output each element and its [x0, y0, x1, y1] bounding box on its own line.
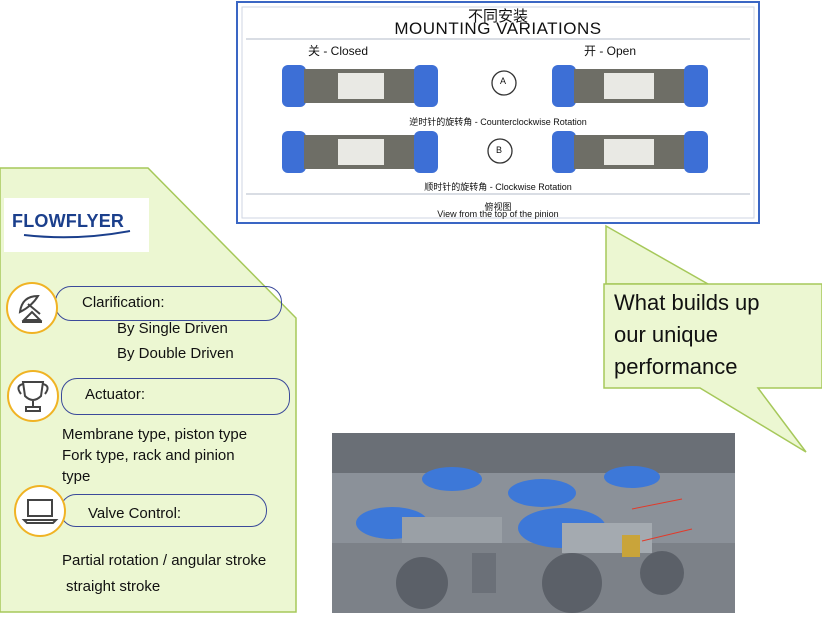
satellite-dish-icon	[6, 282, 58, 334]
clarification-title: Clarification:	[82, 294, 165, 311]
top-view-cn: 俯视图	[484, 202, 512, 212]
clarification-item: By Single Driven	[117, 320, 228, 337]
rotation-marker-a: A	[500, 76, 507, 86]
cw-label: 顺时针的旋转角 - Clockwise Rotation	[424, 182, 572, 192]
valve-actuator-photo	[332, 433, 735, 613]
valve-control-item: Partial rotation / angular stroke	[62, 552, 267, 569]
mounting-variations-diagram: 不同安装 MOUNTING VARIATIONS 关 - Closed 开 - …	[236, 1, 760, 224]
diagram-title-en: MOUNTING VARIATIONS	[394, 19, 602, 38]
brand-logo: FLOWFLYER	[12, 211, 125, 231]
trophy-icon	[7, 370, 59, 422]
callout-text: What builds up our unique performance	[614, 287, 760, 383]
open-label: 开 - Open	[584, 44, 637, 58]
logo-container	[4, 198, 149, 252]
diagram-title-cn: 不同安装	[467, 8, 528, 25]
clarification-item: By Double Driven	[117, 345, 234, 362]
valve-control-title: Valve Control:	[88, 505, 182, 522]
actuator-open-ccw	[552, 65, 708, 107]
laptop-icon	[14, 485, 66, 537]
actuator-title: Actuator:	[85, 386, 146, 403]
actuator-closed-cw	[282, 131, 438, 173]
logo-swoosh-icon	[23, 230, 131, 239]
actuator-pill	[61, 378, 290, 415]
valve-control-item: straight stroke	[66, 578, 161, 595]
top-view-en: View from the top of the pinion	[437, 209, 559, 219]
ccw-label: 逆时针的旋转角 - Counterclockwise Rotation	[409, 117, 587, 127]
actuator-closed-ccw	[282, 65, 438, 107]
actuator-item: Membrane type, piston type	[62, 426, 248, 443]
actuator-open-cw	[552, 131, 708, 173]
callout-line: What builds up	[614, 290, 760, 315]
actuator-item: type	[62, 468, 91, 485]
callout-line: performance	[614, 354, 738, 379]
actuator-item: Fork type, rack and pinion	[62, 447, 235, 464]
callout-line: our unique	[614, 322, 718, 347]
closed-label: 关 - Closed	[308, 44, 369, 58]
rotation-marker-b: B	[496, 145, 503, 155]
